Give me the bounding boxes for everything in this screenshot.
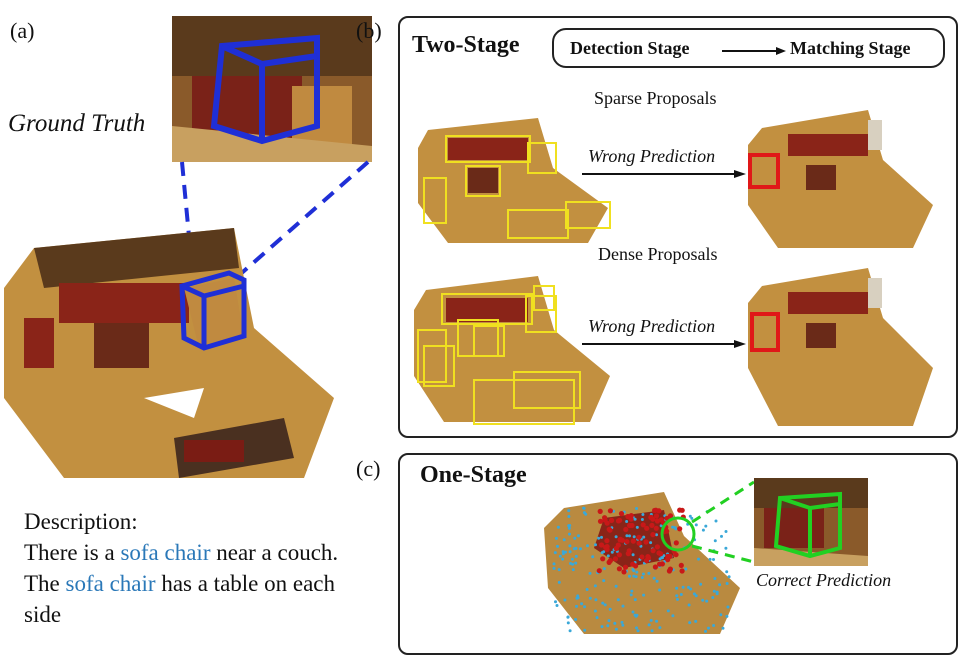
- dense-proposals-scene-image: [414, 276, 610, 425]
- sparse-wrong-result-image: [748, 110, 933, 248]
- description-text: There is a sofa chair near a couch. The …: [24, 540, 339, 627]
- wrong-prediction-label-2: Wrong Prediction: [588, 316, 716, 336]
- correct-prediction-label: Correct Prediction: [756, 570, 892, 590]
- dense-arrow-icon: [582, 340, 746, 348]
- description-title: Description:: [24, 509, 138, 534]
- one-stage-panel: [398, 453, 958, 655]
- dense-wrong-result-image: [748, 268, 933, 426]
- sparse-proposals-scene-image: [418, 118, 611, 243]
- panel-b-label: (b): [356, 18, 382, 43]
- panel-c-label: (c): [356, 456, 381, 481]
- sparse-arrow-icon: [582, 170, 746, 178]
- detection-stage-label: Detection Stage: [570, 37, 690, 58]
- ground-truth-label: Ground Truth: [8, 110, 146, 137]
- highlight-sofa-chair-1: sofa chair: [120, 540, 211, 565]
- stage-arrow-icon: [722, 47, 786, 55]
- highlight-sofa-chair-2: sofa chair: [65, 571, 156, 596]
- sparse-proposals-label: Sparse Proposals: [594, 88, 717, 108]
- correct-prediction-zoom-image: [754, 478, 868, 566]
- panel-a-label: (a): [10, 18, 35, 43]
- two-stage-panel: [398, 16, 958, 438]
- stage-flow-pill: Detection Stage Matching Stage: [552, 28, 945, 68]
- matching-stage-label: Matching Stage: [790, 37, 911, 58]
- two-stage-title: Two-Stage: [412, 32, 520, 58]
- wrong-prediction-label-1: Wrong Prediction: [588, 146, 716, 166]
- one-stage-point-cloud-image: [544, 492, 740, 634]
- one-stage-title: One-Stage: [420, 462, 527, 488]
- dense-proposals-label: Dense Proposals: [598, 244, 718, 264]
- scene-point-cloud-image: [4, 228, 334, 478]
- ground-truth-zoom-image: [172, 16, 372, 162]
